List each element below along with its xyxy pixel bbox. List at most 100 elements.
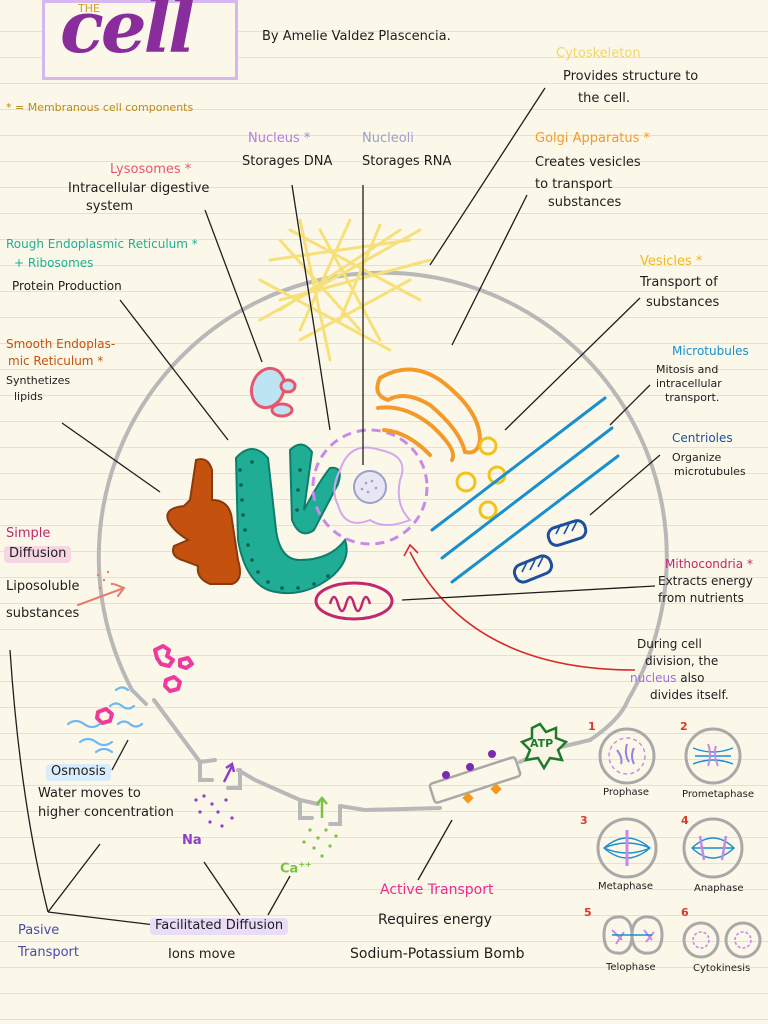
- lysosomes-desc-1: Intracellular digestive: [68, 181, 210, 196]
- facilitated-diffusion-desc: Ions move: [168, 947, 236, 962]
- sodium-potassium-pump: [417, 722, 569, 881]
- division-line-3: nucleus also: [630, 671, 705, 686]
- osmosis-name: Osmosis: [46, 764, 111, 781]
- division-line-4: divides itself.: [650, 688, 729, 702]
- passive-transport-name-1: Pasive: [18, 923, 60, 938]
- leader-lines: [61, 87, 661, 601]
- nucleus-desc: Storages DNA: [242, 154, 333, 169]
- division-line-3-rest: also: [680, 671, 705, 685]
- vesicles-name: Vesicles *: [640, 254, 703, 269]
- active-transport-name: Active Transport: [380, 882, 494, 898]
- ca-label: Ca++: [280, 860, 312, 877]
- cytoskeleton-desc-2: the cell.: [578, 91, 630, 106]
- ca-symbol: Ca: [280, 861, 299, 877]
- vesicles-desc-2: substances: [646, 295, 720, 310]
- stage-2-number: 2: [680, 720, 688, 733]
- microtubules-desc-3: transport.: [665, 391, 720, 404]
- smooth-er-desc-1: Synthetizes: [6, 374, 71, 387]
- simple-diffusion-desc-1: Liposoluble: [6, 579, 80, 594]
- stage-5-name: Telophase: [606, 962, 656, 973]
- cytoskeleton-name: Cytoskeleton: [556, 46, 641, 61]
- osmosis-water-lines: [66, 686, 144, 754]
- atp-label: ATP: [530, 737, 554, 750]
- ca-ions: [302, 828, 338, 858]
- microtubules-desc-1: Mitosis and: [656, 363, 719, 376]
- centrioles-desc-2: microtubules: [674, 465, 746, 478]
- na-ions: [194, 794, 234, 828]
- mitochondria-name: Mithocondria *: [665, 557, 753, 571]
- osmosis-desc-2: higher concentration: [38, 805, 174, 820]
- stage-3-number: 3: [580, 814, 588, 827]
- golgi-name: Golgi Apparatus *: [535, 131, 651, 146]
- golgi-desc-1: Creates vesicles: [535, 155, 641, 170]
- stage-1-name: Prophase: [603, 787, 650, 798]
- stage-5-number: 5: [584, 906, 592, 919]
- na-label: Na: [182, 833, 202, 848]
- mitosis-stage-cells: [596, 727, 762, 959]
- rough-er-name-2: + Ribosomes: [14, 256, 94, 270]
- author: By Amelie Valdez Plascencia.: [262, 29, 451, 44]
- golgi-desc-3: substances: [548, 195, 622, 210]
- title-box: [42, 0, 238, 80]
- division-arrow: [409, 551, 636, 671]
- rough-er-desc: Protein Production: [12, 279, 122, 293]
- stage-6-name: Cytokinesis: [693, 963, 751, 974]
- simple-diffusion-name-1: Simple: [6, 526, 51, 541]
- division-line-1: During cell: [637, 637, 702, 651]
- nucleoli-name: Nucleoli: [362, 131, 414, 146]
- centrioles-desc-1: Organize: [672, 451, 722, 464]
- active-transport-desc-1: Requires energy: [378, 912, 492, 928]
- mitochondria-desc-2: from nutrients: [658, 591, 744, 605]
- passive-transport-lines: [9, 649, 291, 926]
- simple-diffusion-arrow: [77, 583, 126, 606]
- facilitated-diffusion-name: Facilitated Diffusion: [150, 918, 289, 935]
- microtubules-desc-2: intracellular: [656, 377, 722, 390]
- membrane-channels: [198, 760, 342, 826]
- ca-charge: ++: [298, 860, 312, 869]
- simple-diffusion-name-2: Diffusion: [4, 546, 72, 563]
- stage-1-number: 1: [588, 720, 596, 733]
- osmosis-desc-1: Water moves to: [38, 786, 141, 801]
- ca-arrow: [316, 796, 328, 818]
- stage-4-name: Anaphase: [694, 883, 744, 894]
- diffusion-dots: [96, 570, 114, 590]
- centrioles-shape: [512, 519, 588, 584]
- passive-transport-name-2: Transport: [18, 945, 80, 960]
- golgi-desc-2: to transport: [535, 177, 613, 192]
- nucleus-name: Nucleus *: [248, 131, 311, 146]
- stage-3-name: Metaphase: [598, 881, 654, 892]
- nucleoli-desc: Storages RNA: [362, 154, 452, 169]
- legend-text: * = Membranous cell components: [6, 101, 194, 114]
- stage-2-name: Prometaphase: [682, 789, 754, 800]
- mitochondria-shape: [314, 581, 394, 621]
- vesicles-desc-1: Transport of: [640, 275, 718, 290]
- lysosomes-desc-2: system: [86, 199, 133, 214]
- mitochondria-desc-1: Extracts energy: [658, 574, 753, 588]
- osmosis-molecules: [95, 644, 194, 725]
- golgi-shape: [375, 367, 483, 462]
- microtubules-name: Microtubules: [672, 344, 749, 358]
- cytoskeleton-desc-1: Provides structure to: [563, 69, 699, 84]
- stage-6-number: 6: [681, 906, 689, 919]
- centrioles-name: Centrioles: [672, 431, 733, 445]
- rough-er-name: Rough Endoplasmic Reticulum *: [6, 237, 198, 251]
- smooth-er-desc-2: lipids: [14, 390, 43, 403]
- smooth-er-name-1: Smooth Endoplas-: [6, 337, 116, 351]
- active-transport-desc-2: Sodium-Potassium Bomb: [350, 946, 525, 962]
- stage-4-number: 4: [681, 814, 689, 827]
- division-nucleus-word: nucleus: [630, 671, 677, 685]
- division-line-2: division, the: [645, 654, 719, 668]
- simple-diffusion-desc-2: substances: [6, 606, 80, 621]
- smooth-er-name-2: mic Reticulum *: [8, 354, 104, 368]
- smooth-er-shape: [166, 458, 241, 585]
- microtubules-shape: [430, 396, 620, 584]
- title-big: cell: [60, 0, 195, 69]
- na-arrow: [222, 761, 236, 783]
- cytoskeleton-shape: [258, 218, 432, 362]
- lysosome-shape: [249, 366, 297, 418]
- rough-er-shape: [234, 443, 348, 595]
- nucleus-shape: [311, 428, 429, 546]
- lysosomes-name: Lysosomes *: [110, 162, 192, 177]
- title-small: THE: [78, 2, 100, 15]
